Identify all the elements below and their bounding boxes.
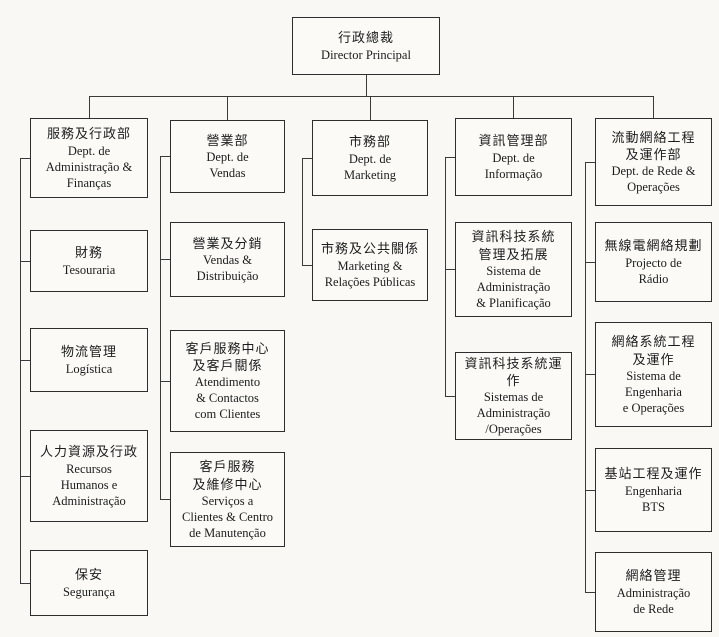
connector-spine	[445, 157, 446, 396]
connector-stub	[302, 265, 312, 266]
box-label-zh: 財務	[74, 245, 103, 261]
connector-stub	[445, 269, 455, 270]
box-label-zh: 網絡管理	[625, 568, 682, 584]
connector-distributor	[89, 96, 654, 97]
box-label-zh: 物流管理	[60, 344, 117, 360]
box-label-zh: 保安	[74, 567, 103, 583]
box-label-pt: Tesouraria	[62, 262, 116, 277]
org-box-dept-rede-operacoes: 流動網絡工程 及運作部 Dept. de Rede & Operações	[595, 118, 712, 206]
box-label-pt: Projecto de Rádio	[625, 255, 682, 286]
connector-stub	[20, 476, 30, 477]
box-label-zh: 資訊科技系統運作	[464, 355, 563, 388]
connector-stub	[160, 381, 170, 382]
org-box-sistemas-administracao-operacoes: 資訊科技系統運作 Sistemas de Administração /Oper…	[455, 352, 572, 440]
box-label-pt: Dept. de Informação	[484, 150, 543, 181]
connector-spine	[585, 162, 586, 592]
connector-stub	[585, 374, 595, 375]
box-label-pt: Marketing & Relações Públicas	[324, 258, 416, 289]
box-label-pt: Director Principal	[321, 47, 411, 62]
connector-header-drop	[89, 96, 90, 118]
org-box-servicos-clientes-manutencao: 客戶服務 及維修中心 Serviços a Clientes & Centro …	[170, 452, 285, 547]
connector-stub	[160, 499, 170, 500]
box-label-zh: 服務及行政部	[46, 126, 131, 142]
connector-stub	[20, 261, 30, 262]
org-box-dept-marketing: 市務部 Dept. de Marketing	[312, 120, 428, 196]
connector-stub	[20, 583, 30, 584]
connector-header-drop	[653, 96, 654, 118]
org-box-vendas-distribuicao: 營業及分銷 Vendas & Distribuição	[170, 222, 285, 297]
box-label-pt: Dept. de Vendas	[206, 150, 249, 181]
org-box-projecto-radio: 無線電網絡規劃 Projecto de Rádio	[595, 222, 712, 302]
org-box-director-principal: 行政總裁 Director Principal	[292, 17, 440, 75]
connector-stub	[585, 162, 595, 163]
connector-stub	[585, 592, 595, 593]
connector-stub	[445, 396, 455, 397]
box-label-pt: Dept. de Marketing	[343, 151, 397, 182]
org-box-dept-vendas: 營業部 Dept. de Vendas	[170, 120, 285, 193]
box-label-zh: 流動網絡工程 及運作部	[611, 129, 696, 162]
box-label-zh: 網絡系統工程 及運作	[611, 334, 696, 367]
org-box-tesouraria: 財務 Tesouraria	[30, 230, 148, 292]
box-label-pt: Segurança	[62, 584, 116, 599]
connector-stub	[160, 259, 170, 260]
box-label-pt: Atendimento & Contactos com Clientes	[194, 375, 261, 422]
org-box-dept-administracao-financas: 服務及行政部 Dept. de Administração & Finanças	[30, 118, 148, 198]
connector-spine	[20, 158, 21, 583]
connector-root-drop	[366, 75, 367, 97]
box-label-pt: Dept. de Administração & Finanças	[45, 143, 133, 190]
connector-header-drop	[227, 96, 228, 120]
connector-stub	[302, 158, 312, 159]
box-label-zh: 資訊科技系統 管理及拓展	[471, 229, 556, 262]
box-label-zh: 行政總裁	[337, 30, 394, 46]
connector-stub	[585, 262, 595, 263]
org-box-sistema-engenharia-operacoes: 網絡系統工程 及運作 Sistema de Engenharia e Opera…	[595, 322, 712, 427]
box-label-pt: Logística	[65, 361, 113, 376]
box-label-pt: Engenharia BTS	[625, 483, 682, 514]
box-label-pt: Recursos Humanos e Administração	[52, 461, 126, 508]
org-box-seguranca: 保安 Segurança	[30, 550, 148, 616]
connector-stub	[160, 156, 170, 157]
box-label-pt: Sistemas de Administração /Operações	[476, 390, 551, 437]
connector-stub	[20, 360, 30, 361]
org-box-marketing-relacoes-publicas: 市務及公共關係 Marketing & Relações Públicas	[312, 229, 428, 301]
box-label-pt: Sistema de Administração & Planificação	[476, 263, 551, 310]
box-label-zh: 營業及分銷	[192, 235, 263, 251]
org-box-atendimento-contactos: 客戶服務中心 及客戶關係 Atendimento & Contactos com…	[170, 330, 285, 432]
box-label-zh: 資訊管理部	[478, 133, 549, 149]
box-label-zh: 基站工程及運作	[604, 466, 703, 482]
org-box-logistica: 物流管理 Logística	[30, 328, 148, 392]
box-label-zh: 人力資源及行政	[39, 444, 138, 460]
box-label-zh: 客戶服務中心 及客戶關係	[185, 340, 270, 373]
connector-header-drop	[370, 96, 371, 120]
box-label-zh: 市務及公共關係	[320, 241, 419, 257]
box-label-zh: 營業部	[206, 132, 249, 148]
box-label-zh: 市務部	[348, 134, 391, 150]
connector-header-drop	[513, 96, 514, 118]
connector-stub	[585, 490, 595, 491]
box-label-pt: Administração de Rede	[616, 585, 691, 616]
org-box-engenharia-bts: 基站工程及運作 Engenharia BTS	[595, 448, 712, 532]
box-label-zh: 客戶服務 及維修中心	[192, 459, 263, 492]
connector-spine	[160, 156, 161, 499]
box-label-pt: Sistema de Engenharia e Operações	[622, 368, 685, 415]
box-label-pt: Vendas & Distribuição	[196, 253, 259, 284]
org-box-administracao-rede: 網絡管理 Administração de Rede	[595, 552, 712, 632]
connector-stub	[445, 157, 455, 158]
org-box-sistema-administracao-planificacao: 資訊科技系統 管理及拓展 Sistema de Administração & …	[455, 222, 572, 317]
org-box-recursos-humanos: 人力資源及行政 Recursos Humanos e Administração	[30, 430, 148, 522]
connector-spine	[302, 158, 303, 265]
box-label-pt: Serviços a Clientes & Centro de Manutenç…	[182, 493, 273, 540]
org-box-dept-informacao: 資訊管理部 Dept. de Informação	[455, 118, 572, 196]
connector-stub	[20, 158, 30, 159]
box-label-zh: 無線電網絡規劃	[604, 238, 703, 254]
box-label-pt: Dept. de Rede & Operações	[611, 164, 696, 195]
